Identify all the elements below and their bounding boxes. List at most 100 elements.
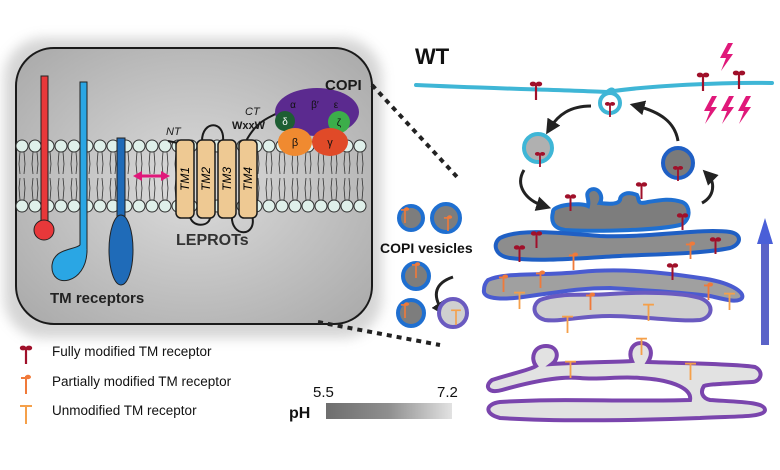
lipid-tail — [96, 151, 104, 175]
tm2-label: TM2 — [199, 167, 213, 191]
lipid-tail — [31, 151, 39, 175]
copi-beta-label: β — [292, 137, 298, 149]
plasma-membrane — [414, 69, 774, 118]
lipid-head — [132, 139, 146, 153]
legend-label: Partially modified TM receptor — [52, 374, 232, 389]
lipid-tail — [265, 151, 273, 175]
ph-max-label: 7.2 — [437, 384, 458, 401]
tm1-segment — [175, 139, 195, 219]
lipid-tail — [278, 177, 286, 201]
nt-label: NT — [166, 126, 182, 138]
copi-vesicles: COPI vesicles — [380, 202, 473, 329]
lipid-tail — [317, 151, 325, 175]
lipid-head — [67, 199, 81, 213]
lipid-head — [353, 199, 367, 213]
golgi-cisterna-3 — [482, 268, 745, 303]
lipid-head — [132, 199, 146, 213]
lipid-tail — [265, 177, 273, 201]
lipid-head — [93, 139, 107, 153]
tm-receptor-dark-blue — [108, 137, 134, 286]
lipid-head — [28, 139, 42, 153]
lipid-head — [145, 139, 159, 153]
partially-modified-receptor-icon — [20, 373, 32, 395]
lipid-tail — [291, 177, 299, 201]
lipid-head — [54, 139, 68, 153]
copi-zeta-subunit — [328, 111, 350, 133]
legend-item-unmodified: Unmodified TM receptor — [19, 403, 197, 425]
golgi-cisterna-2 — [493, 229, 741, 262]
trans-golgi-cisterna — [550, 187, 691, 233]
lipid-head — [145, 199, 159, 213]
lipid-tail — [70, 151, 78, 175]
wxxw-motif-label: WxxW — [232, 120, 266, 132]
lipid-tail — [330, 177, 338, 201]
legend-label: Fully modified TM receptor — [52, 344, 212, 359]
tm-receptors-label: TM receptors — [50, 290, 144, 307]
golgi-stack — [482, 187, 768, 423]
lipid-tail — [278, 151, 286, 175]
legend: Fully modified TM receptor Partially mod… — [18, 344, 232, 425]
lightning-bolt-icon — [738, 96, 751, 124]
lipid-tail — [148, 151, 156, 175]
lipid-tail — [109, 151, 117, 175]
lipid-tail — [135, 177, 143, 201]
ph-label: pH — [289, 405, 310, 422]
copi-gamma-label: γ — [327, 137, 333, 149]
legend-item-partially-modified: Partially modified TM receptor — [20, 373, 232, 395]
lightning-bolt-icon — [721, 96, 734, 124]
lipid-head — [262, 139, 276, 153]
lipid-tail — [18, 177, 26, 201]
lipid-tail — [343, 177, 351, 201]
lipid-head — [28, 199, 42, 213]
tm-receptor-red — [33, 75, 55, 241]
copi-title: COPI — [325, 77, 362, 94]
unmodified-receptor-icon — [19, 405, 33, 425]
lipid-head — [262, 199, 276, 213]
ph-scale: 5.5 7.2 pH — [289, 384, 458, 422]
ph-min-label: 5.5 — [313, 384, 334, 401]
lipid-head — [158, 139, 172, 153]
lipid-tail — [57, 151, 65, 175]
leprot: TM1 TM2 TM3 TM4 — [175, 139, 258, 219]
lightning-bolt-icon — [720, 43, 733, 71]
copi-beta-prime-label: β′ — [311, 100, 319, 111]
lipid-tail — [356, 151, 364, 175]
interaction-arrow — [133, 171, 170, 181]
copi-gamma-subunit — [312, 128, 348, 156]
lipid-tail — [343, 151, 351, 175]
lightning-bolt-icon — [704, 96, 717, 124]
tm2-segment — [196, 139, 216, 219]
condition-label: WT — [415, 44, 450, 69]
legend-label: Unmodified TM receptor — [52, 403, 197, 418]
lipid-tail — [57, 177, 65, 201]
golgi-cisterna-4 — [532, 290, 713, 323]
lipid-head — [93, 199, 107, 213]
copi-zeta-label: ζ — [337, 118, 342, 129]
lipid-tail — [161, 177, 169, 201]
tm-receptor-light-blue — [51, 81, 88, 282]
lipid-tail — [31, 177, 39, 201]
lipid-tail — [135, 151, 143, 175]
recycling-vesicle-left — [522, 132, 554, 168]
lipid-head — [67, 139, 81, 153]
inset-panel: TM1 TM2 TM3 TM4 α β′ ε δ ζ β γ COPI CT W… — [4, 38, 382, 338]
zoom-connector-lines — [317, 83, 460, 347]
lipid-head — [288, 199, 302, 213]
stress-bolt-icons — [704, 43, 751, 124]
anterograde-arrow — [757, 218, 773, 345]
legend-item-fully-modified: Fully modified TM receptor — [18, 344, 212, 366]
lipid-tail — [291, 151, 299, 175]
fully-modified-receptor-icon — [18, 344, 34, 366]
tm3-segment — [217, 139, 237, 219]
ph-gradient-bar — [326, 403, 452, 419]
tm4-label: TM4 — [241, 167, 255, 191]
lipid-tail — [304, 177, 312, 201]
copi-vesicles-label: COPI vesicles — [380, 240, 473, 256]
copi-alpha-label: α — [290, 100, 296, 111]
recycling-vesicle-right — [661, 146, 695, 182]
lipid-tail — [161, 151, 169, 175]
copi-delta-label: δ — [282, 117, 288, 128]
lipid-tail — [356, 177, 364, 201]
lipid-tail — [317, 177, 325, 201]
lipid-head — [15, 139, 29, 153]
